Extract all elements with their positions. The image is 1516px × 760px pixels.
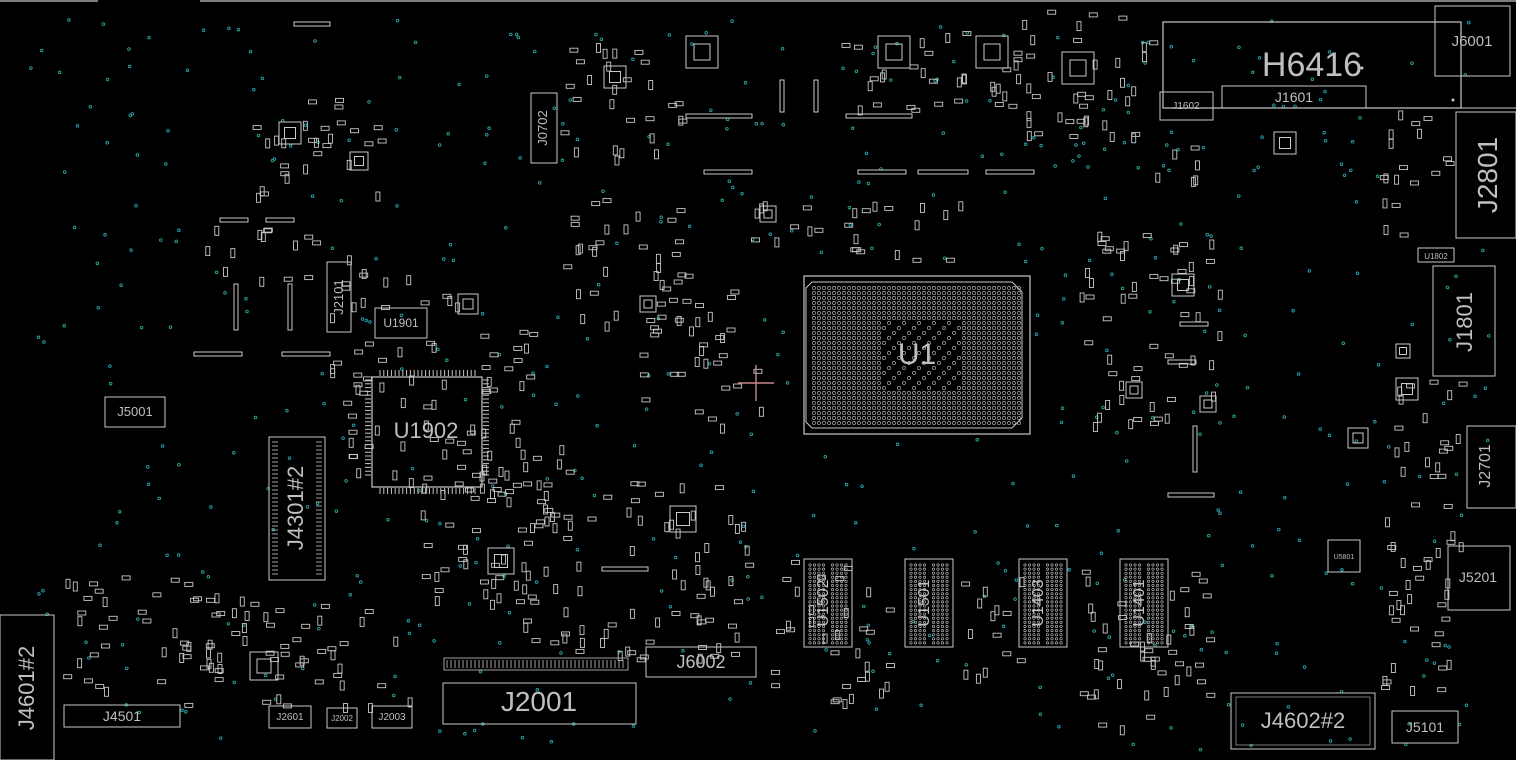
component-j1602[interactable]: J1602 (1159, 91, 1214, 121)
refdes-j1601: J1601 (1275, 89, 1313, 105)
via-layer (29, 18, 1491, 752)
component-j0702[interactable]: J0702 (530, 92, 558, 164)
component-j1801[interactable]: J1801 (1432, 265, 1496, 377)
refdes-j2701: J2701 (1477, 444, 1494, 488)
component-u1902[interactable]: U1902 (365, 370, 489, 494)
qfp-pins (365, 370, 489, 494)
refdes-j0702: J0702 (535, 110, 550, 145)
refdes-j6002: J6002 (676, 652, 725, 672)
refdes-j2801: J2801 (1472, 137, 1503, 213)
component-j5001[interactable]: J5001 (104, 396, 166, 428)
refdes-u5801: U5801 (1334, 554, 1355, 561)
refdes-j5101: J5101 (1406, 719, 1444, 735)
component-u1901[interactable]: U1901 (374, 307, 428, 339)
refdes-u1401: U1401 (1131, 579, 1148, 626)
refdes-j2002: J2002 (331, 714, 353, 723)
refdes-j4301-2: J4301#2 (283, 466, 308, 550)
refdes-u1: U1 (898, 338, 936, 371)
component-u1403[interactable]: U1403 (1018, 558, 1068, 648)
component-j4501[interactable]: J4501 (63, 704, 181, 728)
refdes-j2003: J2003 (378, 712, 406, 723)
component-u1501[interactable]: U1501 (904, 558, 954, 648)
component-j5101[interactable]: J5101 (1391, 710, 1459, 744)
refdes-j2001: J2001 (501, 686, 577, 717)
component-j4602-2[interactable]: J4602#2 (1230, 692, 1376, 750)
passive-components-layer (63, 9, 1468, 736)
component-j4301-2[interactable]: J4301#2 (268, 436, 326, 581)
refdes-j5001: J5001 (117, 404, 152, 419)
crosshair-cursor-icon (738, 365, 774, 401)
bga-ball-grid (812, 286, 1021, 425)
refdes-j2101: J2101 (331, 279, 346, 314)
component-u1502[interactable]: U1502 (803, 558, 853, 648)
trace-strips (193, 21, 1215, 572)
refdes-j4601-2: J4601#2 (14, 646, 39, 730)
component-j1601[interactable]: J1601 (1221, 85, 1367, 109)
component-j2003[interactable]: J2003 (371, 705, 413, 729)
refdes-h6416: H6416 (1262, 46, 1362, 84)
refdes-u1901: U1901 (383, 316, 419, 330)
component-j4601-2[interactable]: J4601#2 (0, 614, 55, 760)
component-u5801[interactable]: U5801 (1327, 539, 1361, 573)
component-j2002[interactable]: J2002 (326, 707, 358, 729)
component-j6001[interactable]: J6001 (1434, 5, 1511, 77)
small-ic-packages (249, 35, 1419, 681)
refdes-j6001: J6001 (1452, 33, 1493, 50)
component-j5201[interactable]: J5201 (1447, 545, 1511, 611)
refdes-u1802: U1802 (1424, 252, 1448, 261)
refdes-j4602-2: J4602#2 (1261, 708, 1345, 733)
refdes-j2601: J2601 (276, 712, 304, 723)
component-j2001[interactable]: J2001 (442, 657, 637, 725)
component-j2601[interactable]: J2601 (268, 705, 312, 729)
refdes-u1501: U1501 (916, 579, 933, 626)
component-j2801[interactable]: J2801 (1455, 111, 1516, 239)
refdes-j5201: J5201 (1459, 569, 1497, 585)
component-j2701[interactable]: J2701 (1466, 425, 1516, 509)
component-j2101[interactable]: J2101 (326, 261, 352, 333)
refdes-j1602: J1602 (1172, 101, 1200, 112)
component-u1802[interactable]: U1802 (1417, 247, 1455, 263)
refdes-j1801: J1801 (1452, 292, 1477, 352)
component-u1[interactable]: U1 (803, 275, 1031, 435)
refdes-u1902: U1902 (394, 418, 459, 443)
refdes-j4501: J4501 (103, 708, 141, 724)
component-j6002[interactable]: J6002 (645, 646, 757, 678)
component-u1401[interactable]: U1401 (1119, 558, 1169, 648)
refdes-u1403: U1403 (1030, 579, 1047, 626)
refdes-u1502: U1502 (815, 579, 832, 626)
